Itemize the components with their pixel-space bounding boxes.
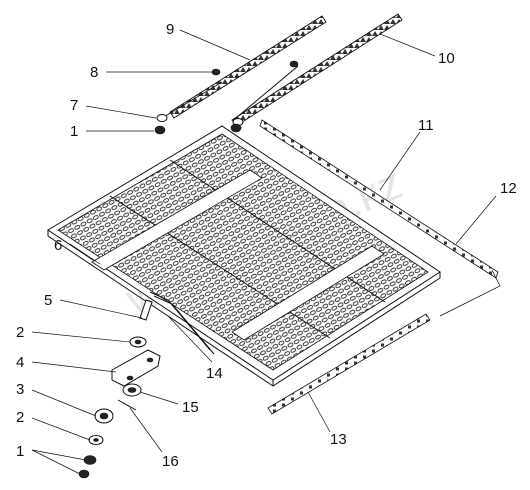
plate-4: [111, 349, 161, 387]
leader-1-lower-a: [31, 449, 87, 461]
callout-1-lower: 1: [16, 443, 24, 460]
leader-11: [379, 131, 421, 191]
leader-9: [179, 29, 251, 61]
callout-11: 11: [418, 117, 434, 134]
lower-fasteners: [78, 299, 161, 479]
comb-strip-9-rod: [161, 81, 223, 119]
nut-1-lower-b: [78, 469, 90, 479]
leader-10: [379, 33, 436, 57]
bushing-3-hole: [99, 412, 109, 420]
leader-3: [31, 389, 97, 417]
callout-13: 13: [330, 431, 347, 448]
bolt-8b-head: [289, 60, 299, 68]
nut-1-lower-a: [83, 455, 97, 465]
leader-2-lower: [31, 417, 91, 441]
bolt-5: [139, 299, 153, 321]
nut-1-top: [154, 125, 166, 135]
callout-3: 3: [16, 381, 24, 398]
comb-strip-9: [161, 15, 327, 119]
callout-14: 14: [206, 365, 223, 382]
washer-2-upper-hole: [134, 339, 142, 345]
leader-7: [85, 105, 157, 119]
comb-strip-9-body: [169, 15, 327, 119]
adjust-lever-edge: [153, 295, 215, 355]
callout-15: 15: [182, 399, 199, 416]
sieve-mesh: [57, 133, 429, 371]
leader-2-upper: [31, 331, 131, 343]
leader-14: [167, 315, 213, 363]
callout-5: 5: [44, 292, 52, 309]
bolt-8-head: [211, 68, 221, 76]
washer-7: [156, 114, 168, 122]
leader-lines: [31, 29, 497, 475]
leader-13: [307, 391, 331, 433]
rail-12-bracket: [439, 269, 501, 317]
sieve-frame: [47, 125, 441, 387]
washer-15-hole: [127, 387, 137, 393]
pin-16: [117, 399, 137, 411]
callout-10: 10: [438, 50, 455, 67]
leader-16: [129, 407, 163, 453]
callout-8: 8: [90, 64, 98, 81]
callout-9: 9: [166, 21, 174, 38]
rail-13-body: [267, 313, 431, 415]
plate-4-hole-b: [146, 357, 154, 363]
callout-2-lower: 2: [16, 409, 24, 426]
callout-16: 16: [162, 453, 179, 470]
top-fasteners: [154, 114, 244, 135]
callout-6: 6: [54, 237, 62, 254]
sieve-crossbar-1: [109, 195, 331, 339]
washer-2-lower-hole: [93, 438, 99, 442]
callout-1-top: 1: [70, 123, 78, 140]
callout-7: 7: [70, 97, 78, 114]
leader-1-lower-b: [31, 449, 81, 475]
leader-15: [139, 391, 179, 405]
sieve-crossbar-2: [169, 159, 386, 303]
bolt-8: [211, 60, 299, 76]
sieve-front-edge: [47, 230, 274, 387]
sieve-right-edge: [272, 272, 441, 387]
nut-1-top-b: [230, 123, 242, 133]
plate-4-hole-a: [126, 375, 134, 381]
leader-5: [59, 299, 143, 319]
callout-4: 4: [16, 354, 24, 371]
leader-4: [31, 361, 117, 373]
rail-13: [267, 313, 431, 415]
callout-2-upper: 2: [16, 324, 24, 341]
callout-12: 12: [500, 180, 517, 197]
sieve-divider-upper: [91, 169, 263, 271]
leader-6: [69, 243, 101, 265]
callout-labels: 9 10 8 7 1 11 12 6 5 2 4 3 2 1 14 15 16 …: [16, 21, 517, 470]
sieve-divider-lower: [231, 245, 385, 341]
leader-12: [455, 195, 497, 245]
comb-strip-10-body: [231, 13, 403, 127]
comb-strip-10-rod: [235, 65, 299, 119]
comb-strip-10: [231, 13, 403, 127]
